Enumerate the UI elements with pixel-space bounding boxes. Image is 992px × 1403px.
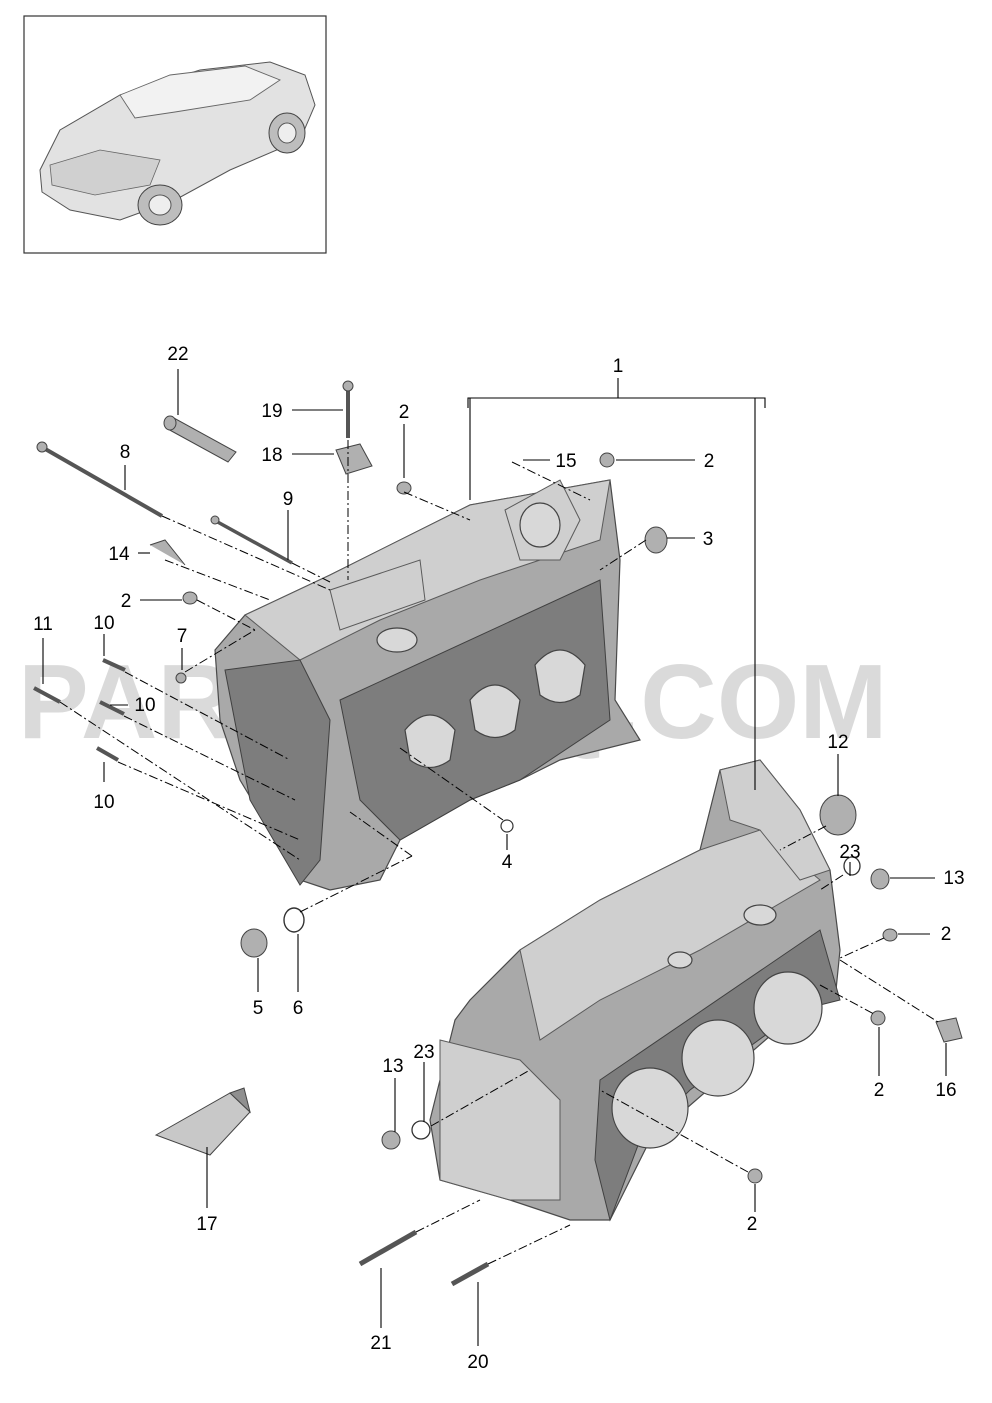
callout-2-right: 2 (941, 924, 952, 945)
callout-23-right: 23 (839, 842, 860, 863)
callout-3: 3 (703, 529, 714, 550)
callout-20: 20 (467, 1352, 488, 1373)
callout-labels: 1 22 19 18 2 15 2 3 8 9 14 2 7 11 10 10 … (33, 344, 964, 1373)
callout-10-top: 10 (93, 613, 114, 634)
callout-1: 1 (613, 356, 624, 377)
callout-13-left: 13 (382, 1056, 403, 1077)
callout-2-bottom: 2 (747, 1214, 758, 1235)
callout-2-top-right: 2 (704, 451, 715, 472)
callout-23-left: 23 (413, 1042, 434, 1063)
callout-15: 15 (555, 451, 576, 472)
callout-2-left: 2 (121, 591, 132, 612)
callout-21: 21 (370, 1333, 391, 1354)
callout-14: 14 (108, 544, 130, 565)
callout-9: 9 (283, 489, 294, 510)
callout-8: 8 (120, 442, 131, 463)
callout-2-lower-right: 2 (874, 1080, 885, 1101)
lower-crankcase-half (429, 759, 841, 1222)
callout-5: 5 (253, 998, 264, 1019)
callout-7: 7 (177, 626, 188, 647)
callout-6: 6 (293, 998, 304, 1019)
leader-lines (42, 369, 947, 1346)
vehicle-thumbnail (23, 15, 327, 254)
upper-crankcase-half (214, 479, 641, 891)
assembly-dashes (59, 440, 939, 1265)
callout-12: 12 (827, 732, 848, 753)
callout-2-top-left: 2 (399, 402, 410, 423)
callout-10-middle: 10 (134, 695, 155, 716)
callout-10-bottom: 10 (93, 792, 114, 813)
callout-13-right: 13 (943, 868, 964, 889)
callout-16: 16 (935, 1080, 956, 1101)
loose-parts (33, 380, 963, 1287)
callout-4: 4 (502, 852, 513, 873)
callout-22: 22 (167, 344, 188, 365)
callout-17: 17 (196, 1214, 217, 1235)
callout-11: 11 (33, 614, 53, 635)
callout-18: 18 (261, 445, 282, 466)
callout-19: 19 (261, 401, 282, 422)
